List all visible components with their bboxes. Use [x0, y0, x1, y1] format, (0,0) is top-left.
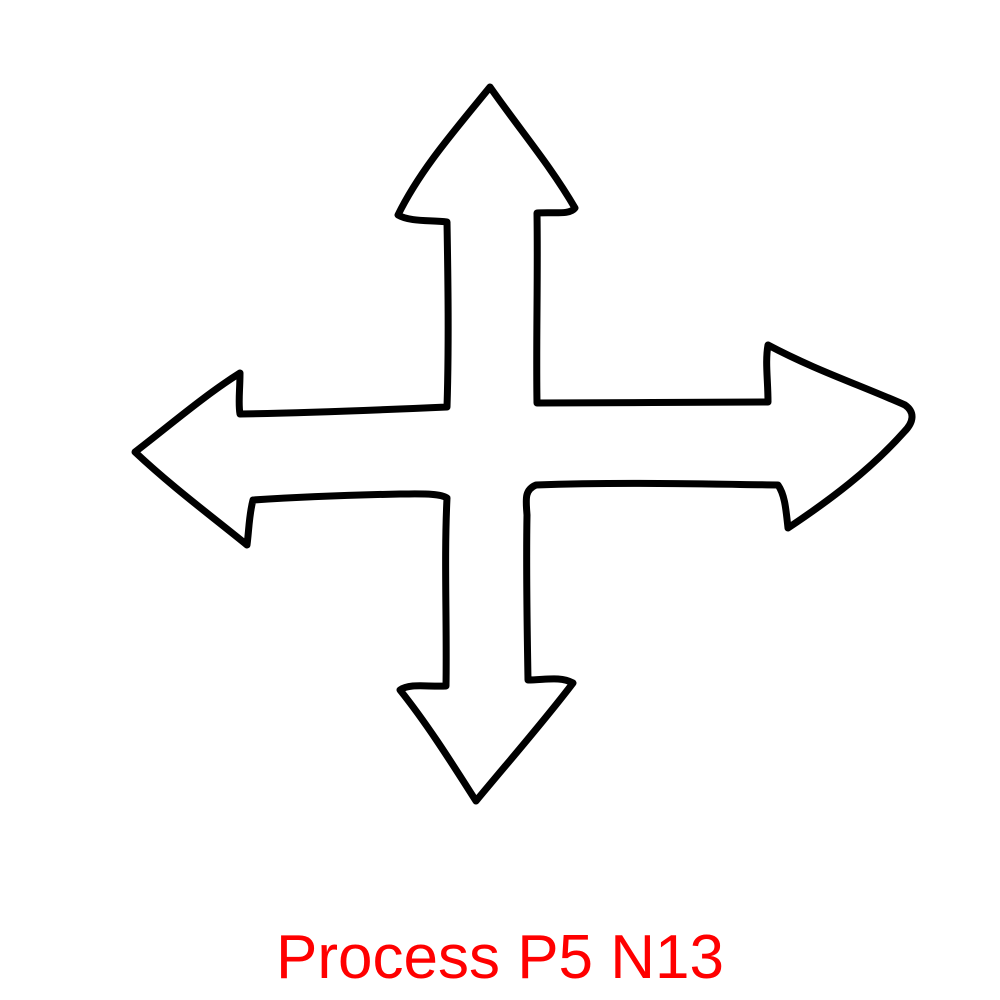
four-way-arrow-outline: [131, 83, 916, 805]
process-caption: Process P5 N13: [276, 923, 724, 992]
